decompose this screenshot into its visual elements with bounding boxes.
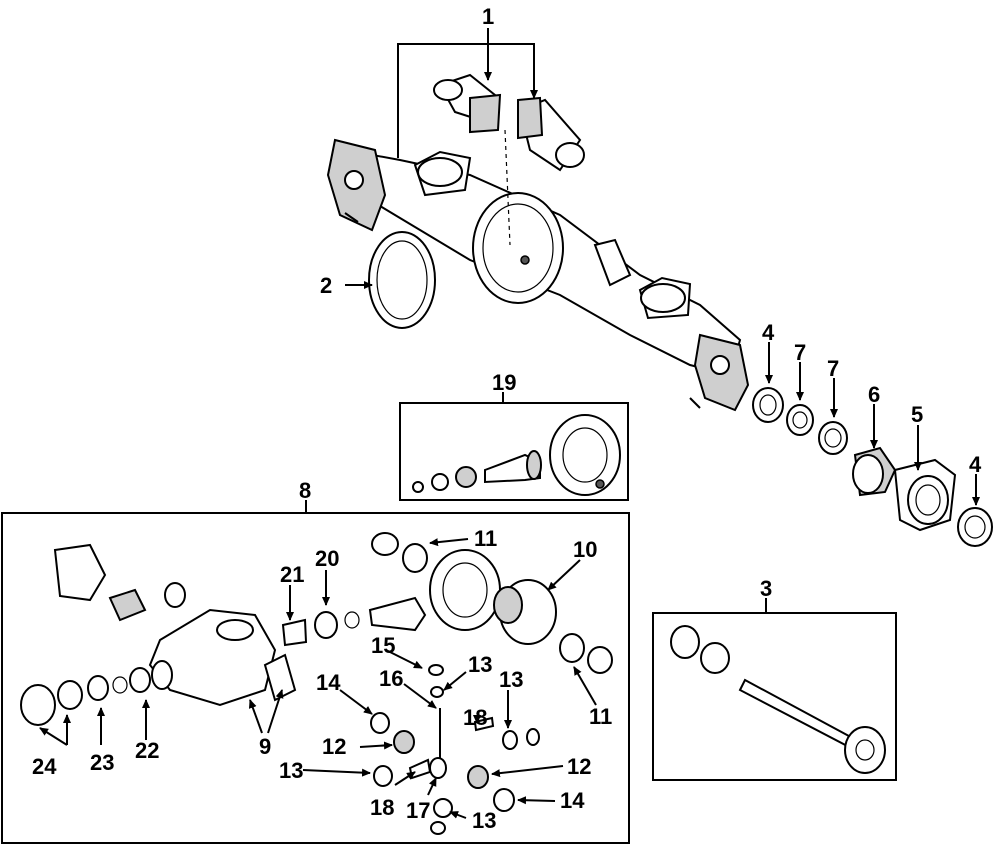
ring-pinion-set: [412, 414, 621, 496]
callout-3: 3: [760, 576, 772, 601]
callout-4: 4: [762, 320, 775, 345]
callout-23: 23: [90, 750, 114, 775]
axle-housing: [326, 129, 750, 412]
leader-lines: [39, 28, 980, 819]
callout-12: 12: [322, 734, 346, 759]
callout-22: 22: [135, 738, 159, 763]
axle-shaft: [670, 625, 886, 774]
differential-carrier-box: [1, 512, 630, 844]
callout-13d: 13: [472, 808, 496, 833]
callout-7b: 7: [827, 356, 839, 381]
callout-numbers: 1 2 3 4 4 5 6 7 7 8 9 10 11 11 12 12 13 …: [32, 4, 982, 833]
callout-2: 2: [320, 273, 332, 298]
callout-11b: 11: [589, 704, 612, 729]
axle-shaft-box: [652, 612, 897, 781]
callout-18: 18: [463, 705, 487, 730]
callout-1: 1: [482, 4, 494, 29]
callout-7: 7: [794, 340, 806, 365]
callout-21: 21: [280, 562, 304, 587]
ring-pinion-set-box: [399, 402, 629, 501]
callout-14b: 14: [560, 788, 585, 813]
callout-10: 10: [573, 537, 597, 562]
callout-20: 20: [315, 546, 339, 571]
cover-gasket: [368, 231, 436, 329]
callout-16: 16: [379, 666, 403, 691]
callout-8: 8: [299, 478, 311, 503]
callout-13c: 13: [279, 758, 303, 783]
callout-14: 14: [316, 670, 341, 695]
axle-tube-assembly: [433, 73, 585, 172]
callout-9: 9: [259, 734, 271, 759]
callout-13b: 13: [499, 667, 523, 692]
callout-19: 19: [492, 370, 516, 395]
callout-17: 17: [406, 798, 430, 823]
axle-bearing-stack: [752, 387, 993, 547]
callout-6: 6: [868, 382, 880, 407]
differential-components: [20, 532, 613, 835]
callout-4b: 4: [969, 452, 982, 477]
callout-13: 13: [468, 652, 492, 677]
callout-18b: 18: [370, 795, 394, 820]
callout-24: 24: [32, 754, 57, 779]
callout-5: 5: [911, 402, 923, 427]
callout-12b: 12: [567, 754, 591, 779]
callout-15: 15: [371, 633, 395, 658]
callout-11: 11: [474, 526, 497, 551]
